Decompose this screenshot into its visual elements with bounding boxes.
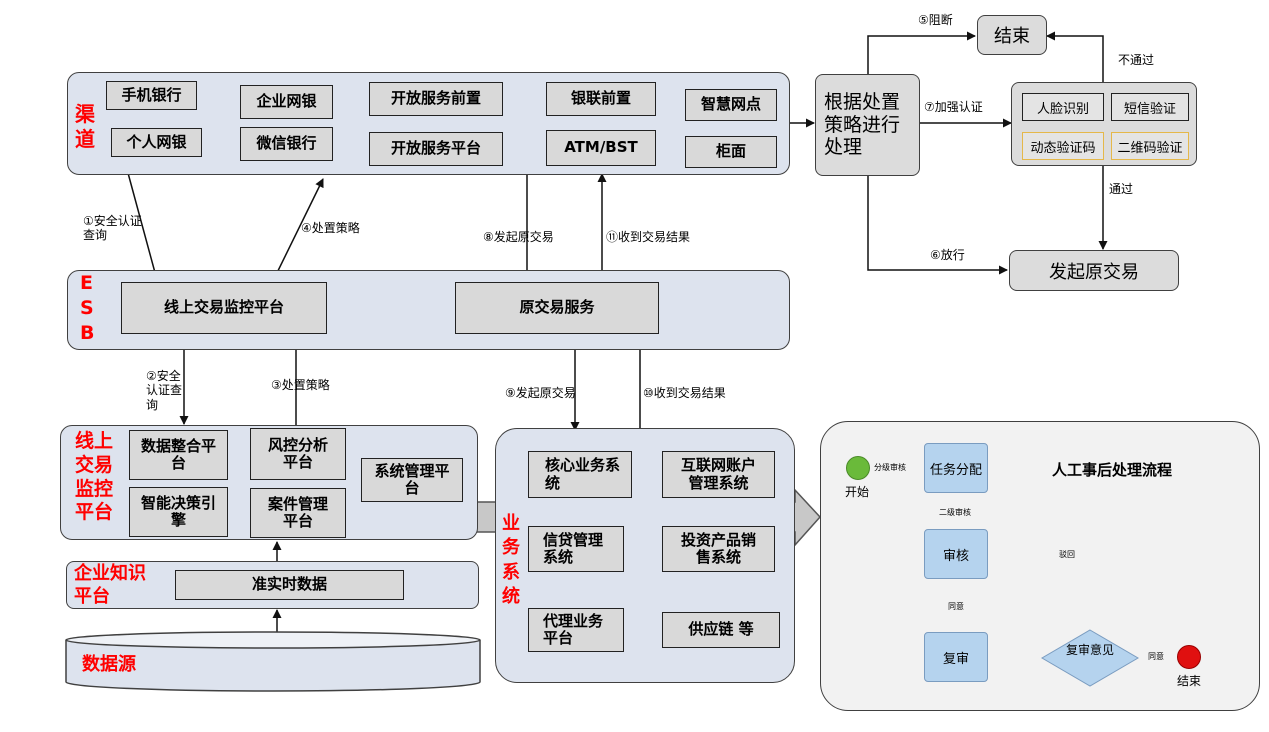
label-a4: ④处置策略 — [301, 221, 360, 235]
system-management-platform: 系统管理平台 — [361, 458, 463, 502]
online-monitor-label: 线上交易监控平台 — [75, 430, 114, 524]
flow-start-label: 开始 — [845, 485, 870, 499]
channel-open-service-platform: 开放服务平台 — [369, 132, 503, 166]
label-a6: ⑥放行 — [930, 248, 965, 262]
esb-label-s: S — [80, 297, 94, 319]
dynamic-code: 动态验证码 — [1022, 132, 1104, 160]
label-a5: ⑤阻断 — [918, 13, 953, 27]
flow-label-l3: 同意 — [948, 601, 964, 612]
datasource-label: 数据源 — [82, 654, 136, 675]
knowledge-label: 企业知识平台 — [74, 563, 146, 607]
business-label: 业务系统 — [502, 513, 520, 607]
channel-counter: 柜面 — [685, 136, 777, 168]
channel-mobile-banking: 手机银行 — [106, 81, 197, 110]
flow-opinion-diamond — [1041, 629, 1139, 687]
flow-title: 人工事后处理流程 — [1052, 461, 1173, 479]
label-a2: ②安全认证查询 — [146, 369, 183, 412]
internet-account-system: 互联网账户管理系统 — [662, 451, 775, 498]
launch-original-box: 发起原交易 — [1009, 250, 1179, 291]
channel-unionpay-front: 银联前置 — [546, 82, 656, 116]
esb-label-e: E — [80, 272, 93, 294]
data-integration-platform: 数据整合平台 — [129, 430, 228, 480]
esb-original-service: 原交易服务 — [455, 282, 659, 334]
flow-label-l5: 同意 — [1148, 651, 1164, 662]
credit-management-system: 信贷管理系统 — [528, 526, 624, 572]
esb-monitor-platform: 线上交易监控平台 — [121, 282, 327, 334]
agency-business-platform: 代理业务平台 — [528, 608, 624, 652]
flow-end-node — [1177, 645, 1201, 669]
flow-label-l2: 二级审核 — [939, 507, 971, 518]
flow-opinion-label: 复审意见 — [1065, 643, 1114, 657]
flow-recheck: 复审 — [924, 632, 988, 682]
realtime-data: 准实时数据 — [175, 570, 404, 600]
label-a1: ①安全认证查询 — [83, 214, 142, 243]
flow-start-node — [846, 456, 870, 480]
flow-label-l4: 驳回 — [1059, 549, 1075, 560]
strategy-process-box: 根据处置策略进行处理 — [815, 74, 920, 176]
channel-label: 渠道 — [75, 102, 95, 151]
decision-engine: 智能决策引擎 — [129, 487, 228, 537]
flow-task-assign: 任务分配 — [924, 443, 988, 493]
esb-label-b: B — [80, 322, 95, 344]
channel-smart-branch: 智慧网点 — [685, 89, 777, 121]
channel-personal-ebank: 个人网银 — [111, 128, 202, 157]
risk-analysis-platform: 风控分析平台 — [250, 428, 346, 480]
end-box: 结束 — [977, 15, 1047, 55]
label-a7: ⑦加强认证 — [924, 100, 983, 114]
flow-review: 审核 — [924, 529, 988, 579]
face-recognition: 人脸识别 — [1022, 93, 1104, 121]
sms-verify: 短信验证 — [1111, 93, 1189, 121]
investment-sales-system: 投资产品销售系统 — [662, 526, 775, 572]
label-a3: ③处置策略 — [271, 378, 330, 392]
label-fail: 不通过 — [1118, 53, 1155, 67]
label-a8: ⑧发起原交易 — [483, 230, 554, 244]
supply-chain-etc: 供应链 等 — [662, 612, 780, 648]
channel-corporate-ebank: 企业网银 — [240, 85, 333, 119]
label-a9: ⑨发起原交易 — [505, 386, 576, 400]
label-a10: ⑩收到交易结果 — [643, 386, 726, 400]
channel-open-service-front: 开放服务前置 — [369, 82, 503, 116]
flow-label-l1: 分级审核 — [874, 462, 906, 473]
core-business-system: 核心业务系统 — [528, 451, 632, 498]
channel-wechat-bank: 微信银行 — [240, 127, 333, 161]
label-pass: 通过 — [1109, 182, 1134, 196]
flow-end-label: 结束 — [1177, 674, 1202, 688]
label-a11: ⑪收到交易结果 — [606, 230, 691, 244]
case-management-platform: 案件管理平台 — [250, 488, 346, 538]
qrcode-verify: 二维码验证 — [1111, 132, 1189, 160]
channel-atm-bst: ATM/BST — [546, 130, 656, 166]
datasource-cylinder — [65, 631, 481, 692]
